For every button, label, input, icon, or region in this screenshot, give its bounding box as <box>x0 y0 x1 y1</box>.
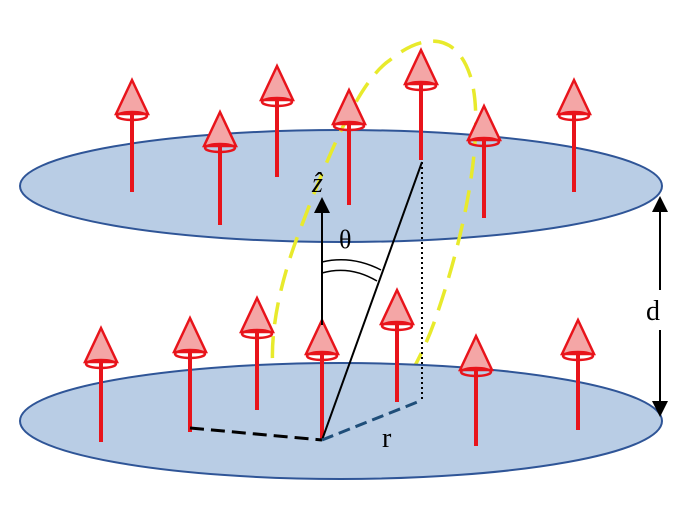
separation-arrow-top <box>652 196 668 212</box>
dipole-loop-outline <box>270 39 478 442</box>
upper-dipole-arrow <box>114 77 150 192</box>
lower-layer-disk <box>19 362 663 480</box>
lower-dipole-arrow <box>239 295 275 410</box>
upper-layer-dipoles <box>114 47 592 225</box>
upper-dipole-arrow <box>331 87 367 205</box>
angle-arc-outer <box>321 259 382 271</box>
lower-dipole-arrow <box>560 317 596 430</box>
lower-dipole-arrow <box>458 333 494 446</box>
z-axis-label: ẑ <box>311 168 324 199</box>
upper-dipole-arrow <box>202 109 238 225</box>
upper-dipole-arrow <box>466 103 502 218</box>
angle-arc-inner <box>321 269 378 282</box>
lower-dipole-arrow <box>304 317 340 440</box>
lower-dipole-arrow <box>83 325 119 442</box>
upper-dipole-arrow <box>259 63 295 177</box>
separation-arrow-bottom <box>652 401 668 417</box>
separation-label-bg <box>638 290 682 330</box>
lower-layer-dipoles <box>83 287 596 446</box>
angle-label: θ <box>339 225 351 254</box>
upper-dipole-arrow <box>403 47 439 160</box>
radius-label: r <box>382 423 392 454</box>
separation-label: d <box>646 296 660 327</box>
upper-dipole-arrow <box>556 77 592 192</box>
lower-dipole-arrow <box>379 287 415 402</box>
separation-vector-line <box>321 161 423 441</box>
lower-dipole-arrow <box>172 315 208 432</box>
base-dashed-line <box>189 426 323 442</box>
